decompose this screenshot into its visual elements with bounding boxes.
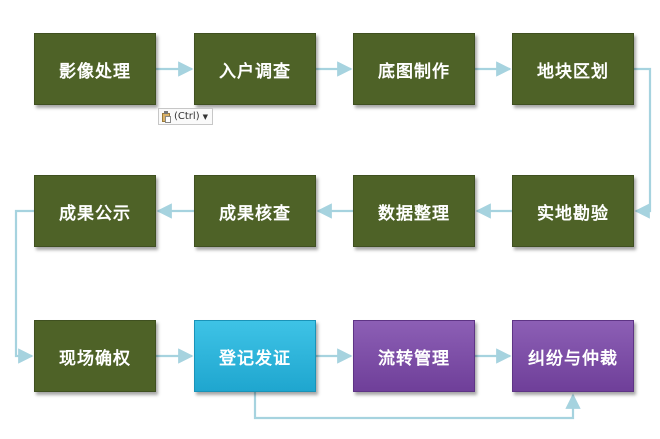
step-result-check: 成果核查	[194, 175, 316, 247]
arrow-n4-n5	[634, 67, 652, 219]
step-registration-certificate: 登记发证	[194, 320, 316, 392]
step-plot-division: 地块区划	[512, 33, 634, 105]
paste-options-label: (Ctrl)	[174, 111, 200, 122]
step-onsite-confirmation: 现场确权	[34, 320, 156, 392]
step-transfer-management: 流转管理	[353, 320, 475, 392]
step-field-inspection: 实地勘验	[512, 175, 634, 247]
paste-options-button[interactable]: (Ctrl) ▼	[158, 108, 213, 125]
step-base-map: 底图制作	[353, 33, 475, 105]
step-dispute-arbitration: 纠纷与仲裁	[512, 320, 634, 392]
step-result-publicity: 成果公示	[34, 175, 156, 247]
arrow-n10-n12	[253, 392, 581, 420]
step-household-survey: 入户调查	[194, 33, 316, 105]
caret-down-icon: ▼	[202, 112, 208, 121]
arrow-n8-n9	[14, 209, 34, 364]
step-data-organizing: 数据整理	[353, 175, 475, 247]
step-image-processing: 影像处理	[34, 33, 156, 105]
clipboard-paste-icon	[161, 110, 172, 123]
